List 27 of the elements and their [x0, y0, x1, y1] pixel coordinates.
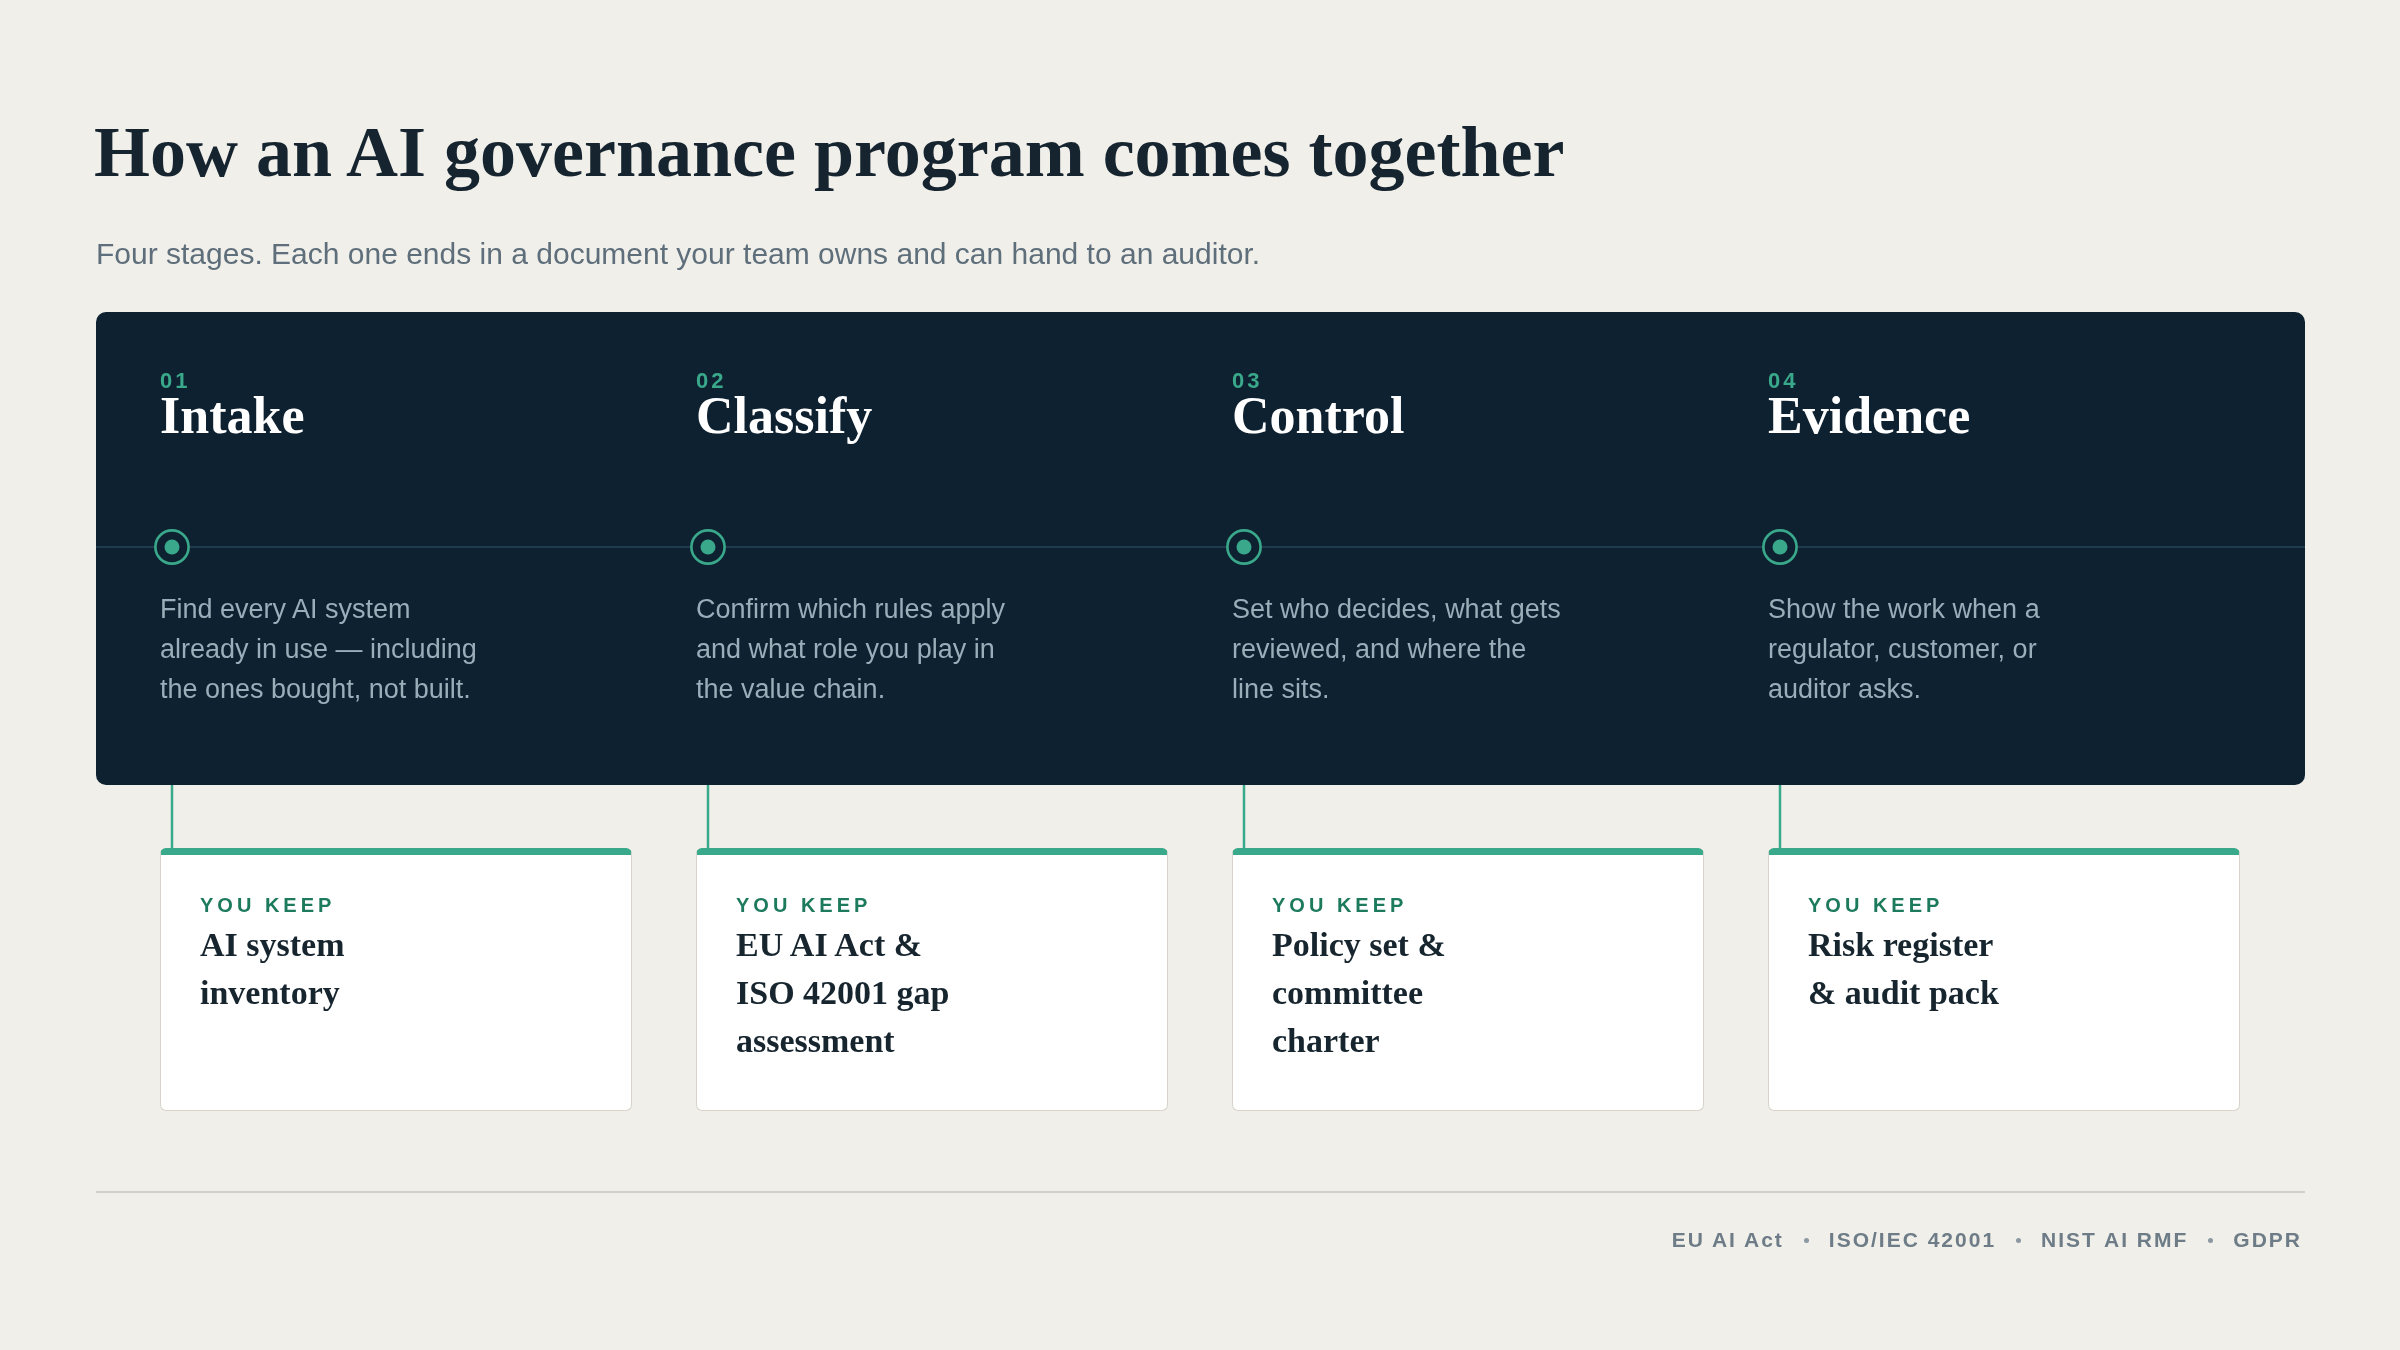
deliverable-card	[696, 848, 1168, 1111]
deliverable-card	[160, 848, 632, 1111]
stage-panel	[96, 312, 2305, 785]
connector-line	[1242, 785, 1246, 848]
connector-line	[170, 785, 174, 848]
deliverable-title: AI system inventory	[200, 925, 346, 1013]
subtitle: Four stages. Each one ends in a document your team owns and can hand to an auditor.	[96, 236, 1261, 272]
framework-label: GDPR	[2233, 1227, 2302, 1253]
stage-description: Find every AI system already in use — including the ones bought, not built.	[160, 593, 478, 706]
stage-description: Set who decides, what gets reviewed, and where the line sits.	[1232, 593, 1562, 706]
stage-description: Confirm which rules apply and what role you play in the value chain.	[696, 593, 1007, 706]
framework-label: EU AI Act	[1671, 1227, 1784, 1253]
eyebrow-label: YOU KEEP	[1808, 893, 1944, 917]
connector-line	[1778, 785, 1782, 848]
eyebrow-label: YOU KEEP	[736, 893, 872, 917]
page-title: How an AI governance program comes together	[94, 112, 1565, 192]
connector-line	[706, 785, 710, 848]
deliverable-card	[1768, 848, 2240, 1111]
deliverable-title: Policy set & committee charter	[1272, 925, 1447, 1061]
deliverable-card	[1232, 848, 1704, 1111]
stage-description: Show the work when a regulator, customer, or auditor asks.	[1768, 593, 2041, 706]
deliverable-title: EU AI Act & ISO 42001 gap assessment	[736, 925, 951, 1061]
framework-label: NIST AI RMF	[2041, 1227, 2189, 1253]
eyebrow-label: YOU KEEP	[200, 893, 336, 917]
eyebrow-label: YOU KEEP	[1272, 893, 1408, 917]
framework-label: ISO/IEC 42001	[1828, 1227, 1997, 1253]
deliverable-title: Risk register & audit pack	[1808, 925, 2000, 1013]
